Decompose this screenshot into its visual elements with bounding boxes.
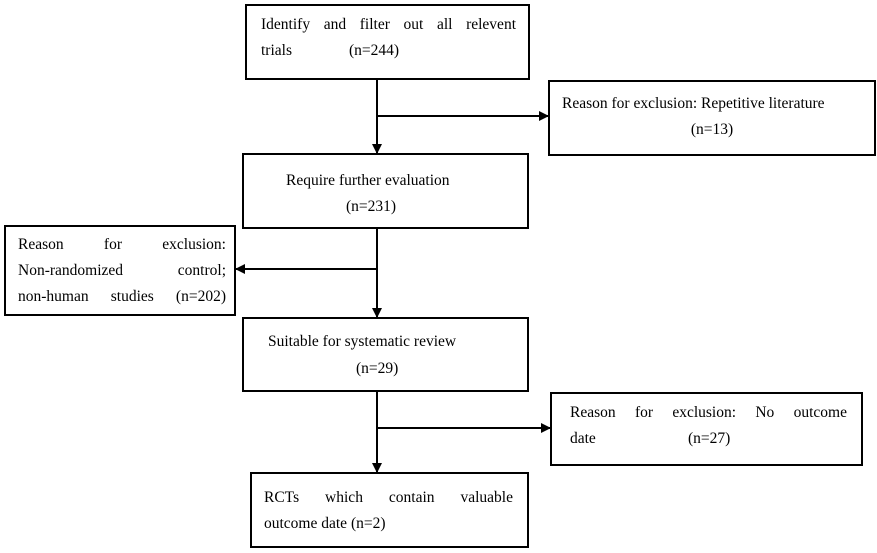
identify-line-1: Identify and filter out all relevent xyxy=(261,16,516,33)
rcts-line-1: RCTs which contain valuable xyxy=(264,489,513,506)
rcts-line-2: outcome date (n=2) xyxy=(264,515,386,532)
systematic-review-count: (n=29) xyxy=(356,360,399,377)
exclusion-no-outcome-count: (n=27) xyxy=(688,430,731,447)
exclusion-nonrandomized-line-3: non-human studies (n=202) xyxy=(18,288,226,305)
systematic-review-label: Suitable for systematic review xyxy=(268,333,457,350)
further-evaluation-count: (n=231) xyxy=(346,198,397,215)
identify-line-2-label: trials xyxy=(261,42,292,59)
exclusion-no-outcome-line-1: Reason for exclusion: No outcome xyxy=(570,404,847,421)
exclusion-repetitive-count: (n=13) xyxy=(690,121,734,138)
exclusion-nonrandomized-line-2: Non-randomized control; xyxy=(18,262,226,279)
rcts-box: RCTs which contain valuable outcome date… xyxy=(250,472,529,548)
exclusion-nonrandomized-box: Reason for exclusion: Non-randomized con… xyxy=(4,225,236,316)
exclusion-no-outcome-box: Reason for exclusion: No outcome date (n… xyxy=(550,392,863,466)
identify-trials-box: Identify and filter out all relevent tri… xyxy=(245,4,530,80)
exclusion-nonrandomized-line-1: Reason for exclusion: xyxy=(18,236,226,253)
exclusion-repetitive-box: Reason for exclusion: Repetitive literat… xyxy=(548,80,876,156)
exclusion-repetitive-line-1: Reason for exclusion: Repetitive literat… xyxy=(562,95,825,112)
systematic-review-box: Suitable for systematic review (n=29) xyxy=(242,317,529,392)
exclusion-no-outcome-line-2-label: date xyxy=(570,430,596,447)
further-evaluation-box: Require further evaluation (n=231) xyxy=(242,153,529,229)
further-evaluation-label: Require further evaluation xyxy=(286,172,450,189)
identify-count: (n=244) xyxy=(349,42,400,59)
